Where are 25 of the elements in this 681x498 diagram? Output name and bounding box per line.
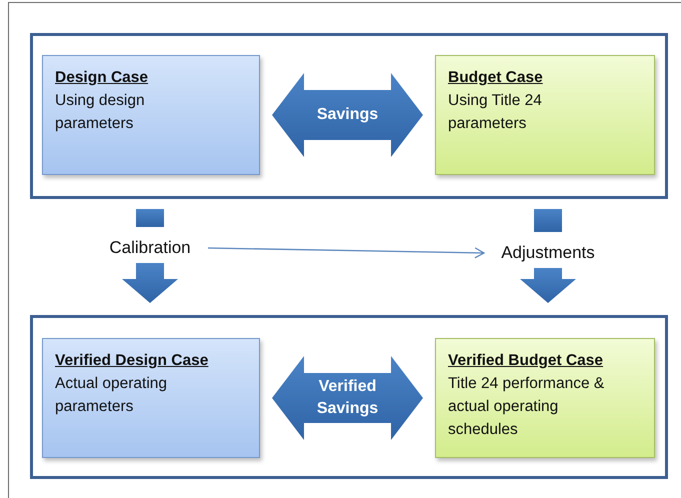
case-heading: Design Case [55, 68, 150, 88]
case-box [42, 55, 260, 175]
case-description: Title 24 performance & actual operating schedules [448, 374, 606, 440]
step-label: Calibration [98, 237, 202, 259]
case-heading: Verified Budget Case [448, 351, 604, 371]
case-box [435, 338, 655, 458]
case-box [42, 338, 260, 458]
case-description: Actual operating parameters [55, 374, 168, 417]
block-arrow [520, 268, 576, 303]
group-frame [30, 33, 668, 199]
block-arrow [136, 209, 164, 227]
block-arrow [272, 356, 423, 440]
block-arrow [534, 209, 562, 232]
case-heading: Verified Design Case [55, 351, 210, 371]
arrow [208, 247, 485, 258]
edge-label: Verified Savings [316, 377, 380, 419]
block-arrow [272, 73, 423, 157]
group-frame [30, 315, 668, 479]
block-arrow [122, 263, 178, 303]
edge-label: Savings [316, 105, 380, 125]
case-description: Using Title 24 parameters [448, 91, 543, 134]
case-heading: Budget Case [448, 68, 544, 88]
case-box [435, 55, 655, 175]
step-label: Adjustments [490, 242, 606, 264]
case-description: Using design parameters [55, 91, 146, 134]
